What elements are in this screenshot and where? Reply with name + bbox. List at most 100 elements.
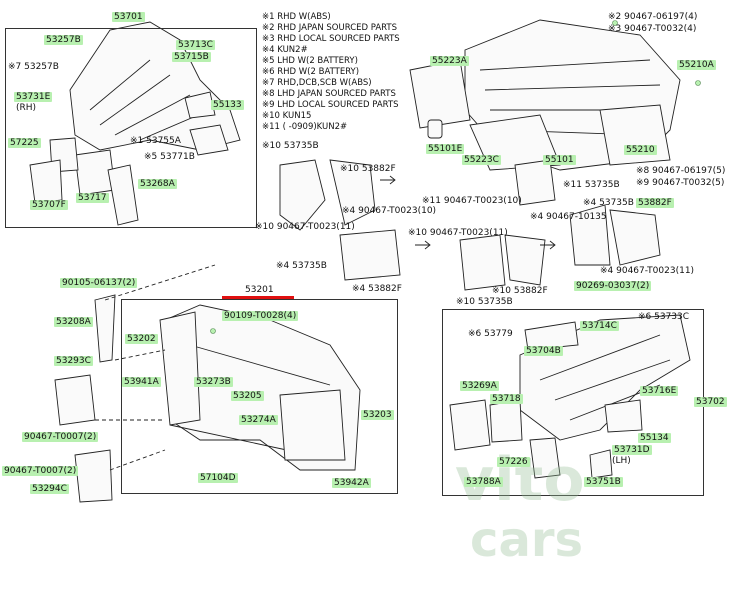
label-53788a: 53788A	[464, 477, 503, 487]
bolt-marker-2	[612, 20, 618, 26]
label-55223c: 55223C	[462, 155, 501, 165]
note-item: ※9 LHD LOCAL SOURCED PARTS	[262, 100, 399, 110]
label-53755a: ※1 53755A	[130, 136, 181, 146]
liner-3	[339, 229, 401, 281]
label-53293c: 53293C	[54, 356, 93, 366]
label-55210a: 55210A	[677, 60, 716, 70]
label-53201: 53201	[245, 285, 274, 295]
liner-4	[514, 159, 556, 206]
insulator-55210	[599, 104, 671, 166]
note-item: ※2 RHD JAPAN SOURCED PARTS	[262, 23, 398, 33]
liner-1	[279, 159, 326, 231]
label-57104d: 57104D	[198, 473, 238, 483]
label-53205: 53205	[231, 391, 264, 401]
dash-lines	[95, 264, 216, 471]
label-53704b: 53704B	[524, 346, 563, 356]
label-53716e: 53716E	[640, 386, 679, 396]
box-front-fender-apron	[5, 28, 257, 228]
label-90467-t0023-10-b: ※4 90467-T0023(10)	[342, 206, 437, 216]
label-90109-t0028: 90109-T0028(4)	[222, 311, 299, 321]
label-53701: 53701	[112, 12, 145, 22]
label-55133: 55133	[211, 100, 244, 110]
label-53208a: 53208A	[54, 317, 93, 327]
label-53714c: 53714C	[580, 321, 619, 331]
support-side-left	[159, 311, 201, 426]
liner-5	[459, 234, 506, 291]
label-rh: (RH)	[16, 103, 37, 113]
label-53718: 53718	[490, 394, 523, 404]
note-item: ※4 KUN2#	[262, 45, 308, 55]
notes-list: ※1 RHD W(ABS)※2 RHD JAPAN SOURCED PARTS※…	[262, 12, 400, 133]
bracket-57226	[529, 437, 561, 479]
note-item: ※7 RHD,DCB,SCB W(ABS)	[262, 78, 372, 88]
liner-2	[329, 159, 376, 226]
label-53882f-d: ※10 53882F	[492, 286, 548, 296]
dash-panel-ribs	[479, 59, 661, 136]
label-55210: 55210	[624, 145, 657, 155]
label-53715b: 53715B	[172, 52, 211, 62]
liner-8	[609, 209, 661, 266]
label-90467-t0023-11-c: ※4 90467-T0023(11)	[600, 266, 695, 276]
arrow-1	[380, 175, 396, 185]
label-53779: ※6 53779	[468, 329, 513, 339]
bracket-53268a	[107, 164, 139, 226]
label-90467-t0032-4: ※3 90467-T0032(4)	[608, 24, 697, 34]
bracket-55133	[184, 91, 216, 119]
label-90269-03037: 90269-03037(2)	[574, 281, 652, 291]
label-53731e: 53731E	[14, 92, 53, 102]
bracket-53294c	[74, 449, 113, 503]
apron-ribs	[89, 59, 211, 141]
highlight-bar-53201	[222, 296, 294, 300]
pad-55101e	[427, 119, 443, 139]
note-item: ※3 RHD LOCAL SOURCED PARTS	[262, 34, 400, 44]
bolt-marker-1	[210, 328, 216, 334]
label-53882f-b: 53882F	[636, 198, 674, 208]
box-radiator-support	[121, 299, 398, 494]
label-55223a: 55223A	[430, 56, 469, 66]
liner-7	[569, 204, 611, 266]
label-53269a: 53269A	[460, 381, 499, 391]
label-53941a: 53941A	[122, 377, 161, 387]
label-53733c: ※6 53733C	[638, 312, 690, 322]
bracket-53208a	[94, 294, 116, 363]
label-90467-t0023-11-b: ※10 90467-T0023(11)	[408, 228, 508, 238]
arrow-2	[415, 240, 431, 250]
bracket-53293c	[54, 374, 96, 426]
label-55134: 55134	[638, 433, 671, 443]
label-53203: 53203	[361, 410, 394, 420]
label-lh: (LH)	[612, 456, 631, 466]
label-53257b-b: ※7 53257B	[8, 62, 59, 72]
label-90105-06137: 90105-06137(2)	[60, 278, 138, 288]
support-upper-bar	[189, 344, 331, 386]
bolt-marker-3	[695, 80, 701, 86]
label-53751b: 53751B	[584, 477, 623, 487]
note-item: ※11 ( -0909)KUN2#	[262, 122, 348, 132]
label-53735b-b: ※11 53735B	[563, 180, 620, 190]
support-side-right	[279, 389, 346, 461]
label-53713c: 53713C	[176, 40, 215, 50]
bracket-53755a	[189, 124, 229, 156]
label-53882f-c: ※4 53882F	[352, 284, 402, 294]
label-53735b-e: ※10 53735B	[456, 297, 513, 307]
label-57226: 57226	[497, 457, 530, 467]
bracket-53269a	[449, 399, 491, 451]
label-53702: 53702	[694, 397, 727, 407]
label-53735b-a: ※10 53735B	[262, 141, 319, 151]
label-90467-06197-5: ※8 90467-06197(5)	[636, 166, 726, 176]
label-90467-t0007-2b: 90467-T0007(2)	[2, 466, 79, 476]
note-item: ※10 KUN15	[262, 111, 312, 121]
note-item: ※5 LHD W(2 BATTERY)	[262, 56, 358, 66]
label-57225: 57225	[8, 138, 41, 148]
label-53735b-c: ※4 53735B	[583, 198, 634, 208]
label-53274a: 53274A	[239, 415, 278, 425]
label-53717: 53717	[76, 193, 109, 203]
label-90467-t0023-10-a: ※11 90467-T0023(10)	[422, 196, 522, 206]
arrow-3	[540, 240, 556, 250]
label-53771b: ※5 53771B	[144, 152, 195, 162]
note-item: ※6 RHD W(2 BATTERY)	[262, 67, 360, 77]
note-item: ※1 RHD W(ABS)	[262, 12, 331, 22]
label-53882f-a: ※10 53882F	[340, 164, 396, 174]
label-90467-t0023-11-a: ※10 90467-T0023(11)	[255, 222, 355, 232]
label-53294c: 53294C	[30, 484, 69, 494]
